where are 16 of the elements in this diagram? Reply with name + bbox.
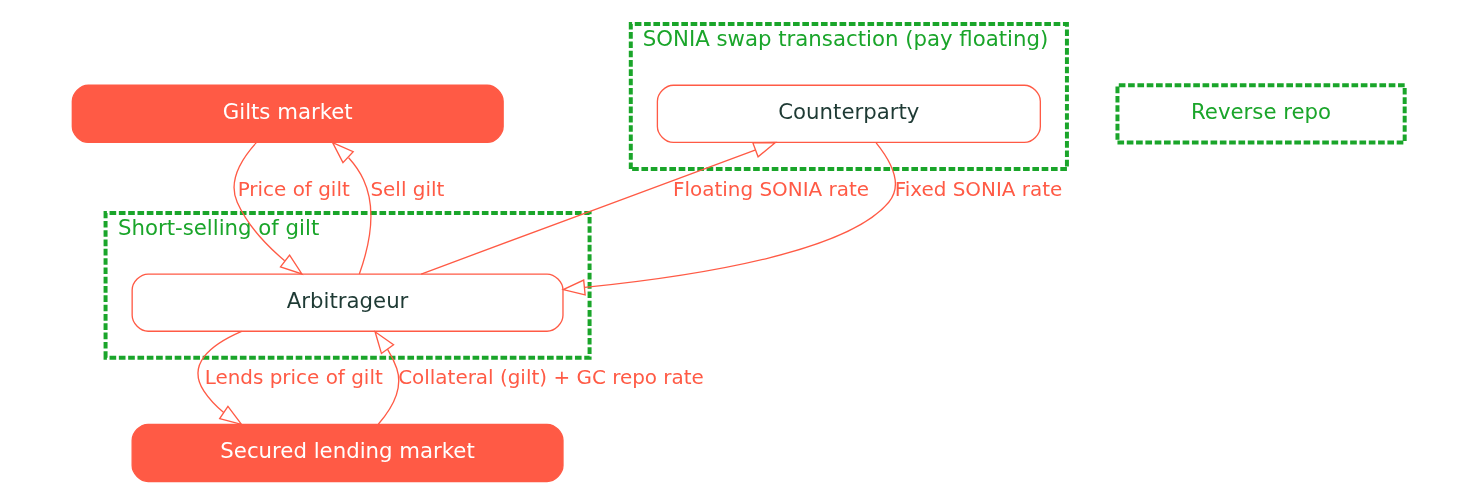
node-box: Counterparty (656, 84, 1041, 144)
arrow (420, 141, 778, 275)
arrow (373, 330, 400, 425)
node-box: Gilts market (71, 84, 504, 144)
edge-label: Fixed SONIA rate (894, 176, 1063, 201)
node-box: Reverse repo (1115, 83, 1407, 145)
edge-label: Price of gilt (237, 176, 350, 201)
node-box: Arbitrageur (131, 273, 564, 332)
edge-label: Floating SONIA rate (673, 176, 870, 201)
edge-label: Lends price of gilt (204, 365, 383, 390)
edge-label: Sell gilt (370, 176, 445, 201)
edge-label: Collateral (gilt) + GC repo rate (398, 365, 704, 390)
arrow (331, 141, 372, 275)
node-box: Secured lending market (131, 423, 564, 483)
arrow (561, 142, 896, 296)
arrow (233, 141, 304, 276)
